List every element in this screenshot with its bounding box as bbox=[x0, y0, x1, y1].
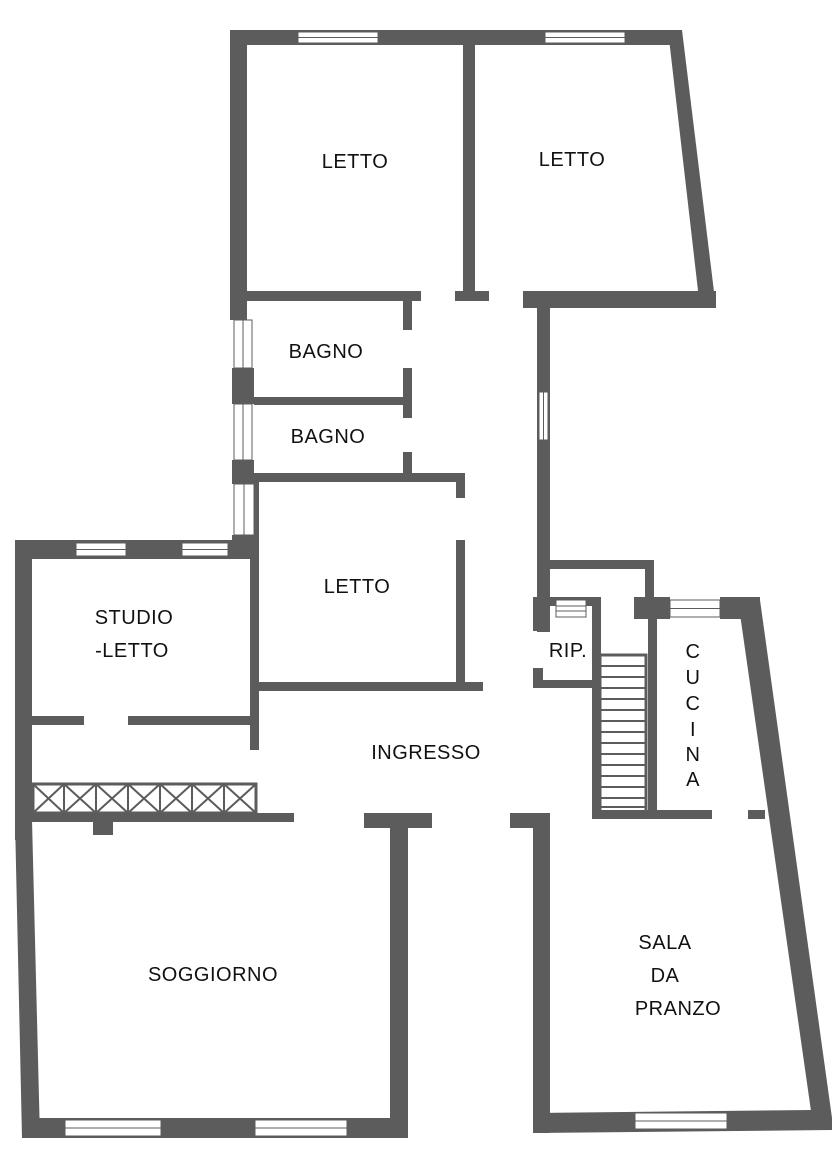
label-letto-2: LETTO bbox=[539, 149, 606, 171]
label-soggiorno: SOGGIORNO bbox=[148, 964, 278, 986]
wall-top-west bbox=[230, 30, 247, 320]
wall-rip-east-top bbox=[645, 560, 654, 600]
wall-top-east-slanted bbox=[668, 30, 716, 308]
label-sala-line-2: DA bbox=[651, 965, 680, 987]
window-studio-2 bbox=[181, 542, 229, 557]
label-rip: RIP. bbox=[549, 640, 587, 662]
wall-soggiorno-east bbox=[390, 813, 408, 1138]
wall-letto-south-right bbox=[523, 291, 716, 308]
window-cucina bbox=[669, 599, 721, 618]
label-cucina-c2: C bbox=[686, 693, 701, 715]
windows bbox=[64, 31, 728, 1137]
wall-letto-south-left bbox=[247, 291, 421, 301]
label-cucina-i: I bbox=[690, 719, 696, 741]
window-corridor bbox=[538, 391, 549, 441]
wall-east-slanted bbox=[738, 600, 832, 1118]
label-letto-3: LETTO bbox=[324, 576, 391, 598]
window-soggiorno-1 bbox=[64, 1119, 162, 1137]
wall-west-b bbox=[232, 460, 254, 484]
wall-letto-divider bbox=[463, 44, 475, 300]
wall-west-a bbox=[232, 368, 254, 404]
wall-rip-north bbox=[550, 560, 654, 569]
wall-bagno-2-south bbox=[254, 473, 465, 482]
wall-soggiorno-north bbox=[32, 813, 294, 822]
window-studio-1 bbox=[75, 542, 127, 557]
label-cucina-u: U bbox=[686, 667, 701, 689]
label-sala-line-3: PRANZO bbox=[635, 998, 721, 1020]
wall-studio-south-b bbox=[128, 716, 256, 725]
label-studio-line-1: STUDIO bbox=[95, 607, 174, 629]
window-letto-1 bbox=[297, 31, 379, 44]
wall-cucina-south bbox=[592, 810, 712, 819]
wall-rip-south bbox=[533, 680, 595, 688]
window-bagno-1 bbox=[233, 319, 253, 369]
wall-letto-3-east-b bbox=[456, 540, 465, 686]
room-labels: LETTO LETTO BAGNO BAGNO LETTO STUDIO -LE… bbox=[95, 149, 721, 1020]
window-soggiorno-2 bbox=[254, 1119, 348, 1137]
wall-bagno-2-east bbox=[403, 452, 412, 482]
wall-soggiorno-stub bbox=[93, 813, 113, 835]
wall-studio-west bbox=[15, 540, 32, 840]
wall-cucina-west bbox=[648, 600, 657, 817]
wall-studio-south-a bbox=[32, 716, 84, 725]
wall-letto-3-south bbox=[259, 682, 483, 691]
staircase bbox=[598, 653, 648, 817]
label-letto-1: LETTO bbox=[322, 151, 389, 173]
wall-letto-3-east-a bbox=[456, 482, 465, 498]
window-bagno-2 bbox=[233, 403, 253, 461]
window-letto-3 bbox=[233, 483, 255, 536]
label-sala-line-1: SALA bbox=[638, 932, 691, 954]
label-cucina-a: A bbox=[686, 769, 700, 791]
wall-letto-3-west bbox=[250, 482, 259, 750]
walls bbox=[15, 30, 832, 1138]
window-letto-2 bbox=[544, 31, 626, 44]
window-rip bbox=[555, 599, 587, 618]
window-sala bbox=[634, 1112, 728, 1130]
wall-letto-south-stub bbox=[455, 291, 489, 301]
label-bagno-1: BAGNO bbox=[289, 341, 364, 363]
label-cucina-n: N bbox=[686, 744, 701, 766]
label-cucina-c1: C bbox=[686, 641, 701, 663]
label-ingresso: INGRESSO bbox=[371, 742, 481, 764]
wall-bagno-1-east-a bbox=[403, 300, 412, 330]
wall-bagno-divider bbox=[254, 397, 412, 405]
wall-sala-west bbox=[533, 813, 550, 1133]
wall-rip-west bbox=[533, 597, 543, 631]
label-studio-line-2: -LETTO bbox=[95, 640, 169, 662]
wall-rip-west-b bbox=[533, 668, 543, 688]
wall-corridor-east bbox=[537, 300, 550, 632]
balustrade bbox=[31, 782, 258, 815]
wall-stair-west bbox=[592, 597, 601, 817]
wall-soggiorno-west bbox=[15, 820, 40, 1138]
wall-cucina-south-b bbox=[748, 810, 765, 819]
wall-bagno-1-east-b bbox=[403, 368, 412, 418]
label-bagno-2: BAGNO bbox=[291, 426, 366, 448]
